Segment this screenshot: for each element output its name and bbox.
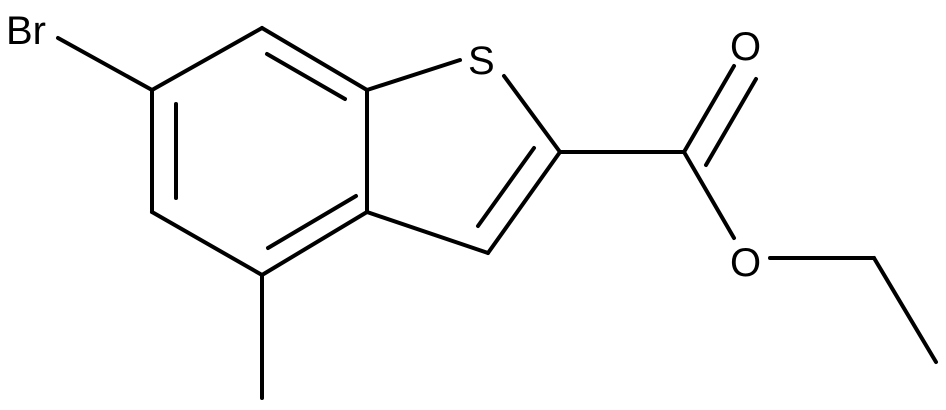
bond-c7a-c7-inner [265,52,347,101]
sulfur-label: S [468,39,495,83]
bond-c6-br [56,36,154,92]
bond-c2-c3-inner [476,146,536,228]
bond-c2-c3 [486,150,562,255]
bond-s-c2 [502,74,562,154]
bond-c7-c6 [150,26,264,92]
bond-c5-c4 [150,210,264,277]
bond-carbonyl-c-ester-o [682,150,736,240]
bond-ch2-ch3 [872,256,938,364]
bond-c4-c3a-inner [266,194,358,250]
bond-c7a-s [365,58,462,92]
bond-carbonyl-c-o-double [704,77,758,167]
bond-c7a-c7 [260,26,369,92]
bromine-label: Br [6,9,46,53]
thiophene-ring [365,58,562,255]
substituents [56,36,264,400]
ethyl-ester-group [558,64,938,364]
bond-carbonyl-c-o [682,64,736,154]
bond-c4-c3a [260,210,369,277]
ester-oxygen-label: O [730,241,761,285]
carbonyl-oxygen-label: O [730,25,761,69]
benzene-ring [150,26,369,277]
bond-c3-c3a [365,210,490,255]
